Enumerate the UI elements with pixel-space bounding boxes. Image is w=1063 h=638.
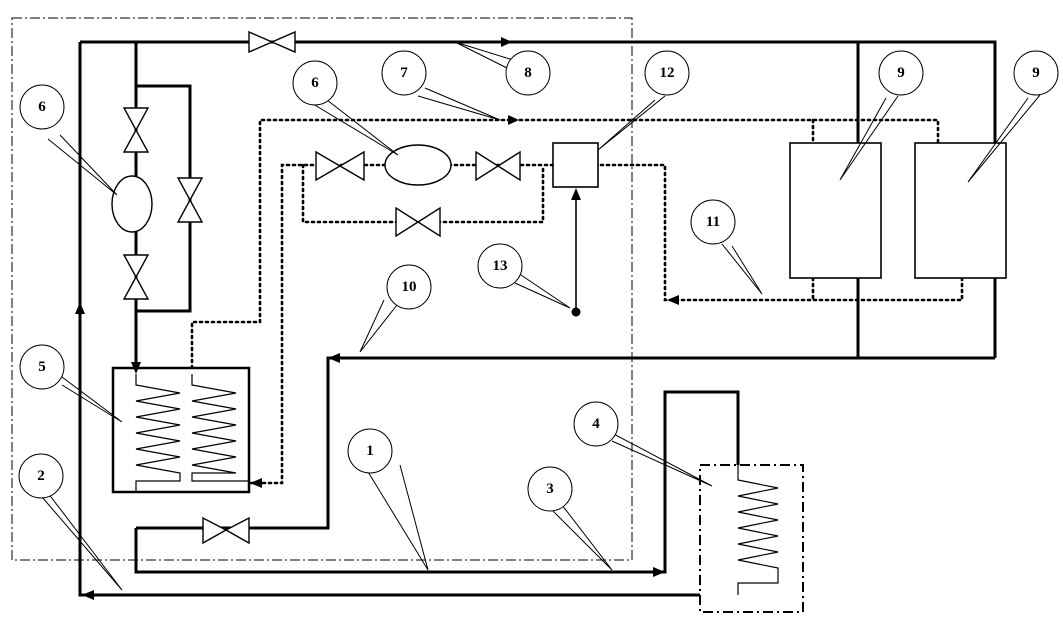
leader-3: [547, 504, 613, 571]
callout-7: 7: [381, 50, 427, 96]
leader-5: [61, 376, 123, 423]
leader-1: [361, 461, 429, 571]
callout-9-right: 9: [1013, 50, 1059, 96]
flow-arrow-line-2-up: [75, 302, 85, 314]
callout-12: 12: [644, 50, 690, 96]
svg-text:6: 6: [311, 75, 319, 91]
flow-arrow-line-3: [653, 567, 665, 577]
leader-2: [35, 489, 123, 591]
svg-text:12: 12: [660, 65, 675, 81]
callout-1: 1: [347, 428, 393, 474]
line-1-3: [134, 390, 740, 574]
valve-dotted-bypass: [395, 206, 441, 238]
svg-text:3: 3: [546, 481, 554, 497]
flow-arrow-return-10: [328, 353, 340, 363]
svg-text:9: 9: [897, 65, 905, 81]
leader-7: [417, 87, 501, 121]
valve-left-bypass: [176, 177, 204, 223]
valve-left-lower: [122, 254, 150, 300]
svg-text:4: 4: [592, 416, 600, 432]
valve-left-upper: [122, 107, 150, 153]
valve-return-bottom: [202, 516, 250, 545]
leader-10: [359, 299, 398, 353]
line-2: [78, 42, 700, 597]
callout-10: 10: [386, 264, 432, 310]
svg-text:1: 1: [366, 443, 374, 459]
valve-dotted-left: [315, 150, 365, 182]
exchanger-4-boundary-frame: [699, 464, 804, 613]
callout-9-left: 9: [878, 50, 924, 96]
sensor-13-point: [571, 307, 581, 317]
leader-13: [514, 272, 571, 309]
unit-9-right-box: [914, 142, 1007, 279]
leader-4: [609, 431, 713, 487]
dotted-valve-loop: [248, 163, 555, 485]
callout-13: 13: [477, 243, 523, 289]
callout-11: 11: [690, 199, 736, 245]
leader-8: [454, 41, 514, 69]
svg-text:2: 2: [37, 468, 45, 484]
dotted-line-11: [596, 163, 964, 302]
flow-arrow-dotted-into-5: [250, 478, 262, 488]
leader-9-right: [967, 94, 1041, 183]
leader-11: [721, 243, 763, 295]
element-6-left-oval: [111, 175, 153, 233]
exchanger-5-coil-left: [135, 374, 181, 492]
flow-arrow-dotted-11: [667, 295, 679, 305]
svg-text:6: 6: [38, 99, 46, 115]
sensor-line-13-arrow: [571, 188, 581, 200]
flow-arrow-supply-8: [501, 37, 512, 47]
callout-3: 3: [527, 466, 573, 512]
leader-9-left: [839, 95, 899, 181]
svg-text:10: 10: [402, 279, 417, 295]
svg-text:7: 7: [400, 65, 408, 81]
valve-supply-top: [248, 30, 296, 54]
element-6-center-oval: [384, 144, 452, 186]
callout-8: 8: [505, 50, 551, 96]
unit-9-left-box: [789, 142, 882, 279]
callout-2: 2: [18, 453, 64, 499]
exchanger-4-coil: [737, 465, 779, 595]
callout-6-center: 6: [292, 60, 338, 106]
valve-dotted-right: [475, 150, 521, 182]
svg-text:5: 5: [38, 359, 46, 375]
callout-5: 5: [19, 344, 65, 390]
system-boundary-frame: [11, 17, 633, 561]
svg-text:11: 11: [706, 214, 720, 230]
leader-12: [597, 95, 666, 151]
callout-6-left: 6: [19, 84, 65, 130]
leader-6-left: [47, 134, 118, 196]
exchanger-5-coil-right: [191, 374, 249, 482]
svg-text:9: 9: [1032, 65, 1040, 81]
flow-arrow-line-2-left: [82, 590, 94, 600]
flow-arrow-dotted-7: [508, 115, 519, 125]
leader-6-center: [312, 99, 399, 156]
flow-arrow-into-exchanger-5: [131, 362, 141, 374]
svg-text:8: 8: [524, 65, 532, 81]
callout-4: 4: [573, 401, 619, 447]
dotted-line-7: [190, 118, 940, 370]
svg-text:13: 13: [493, 258, 508, 274]
element-12-box: [552, 142, 599, 188]
